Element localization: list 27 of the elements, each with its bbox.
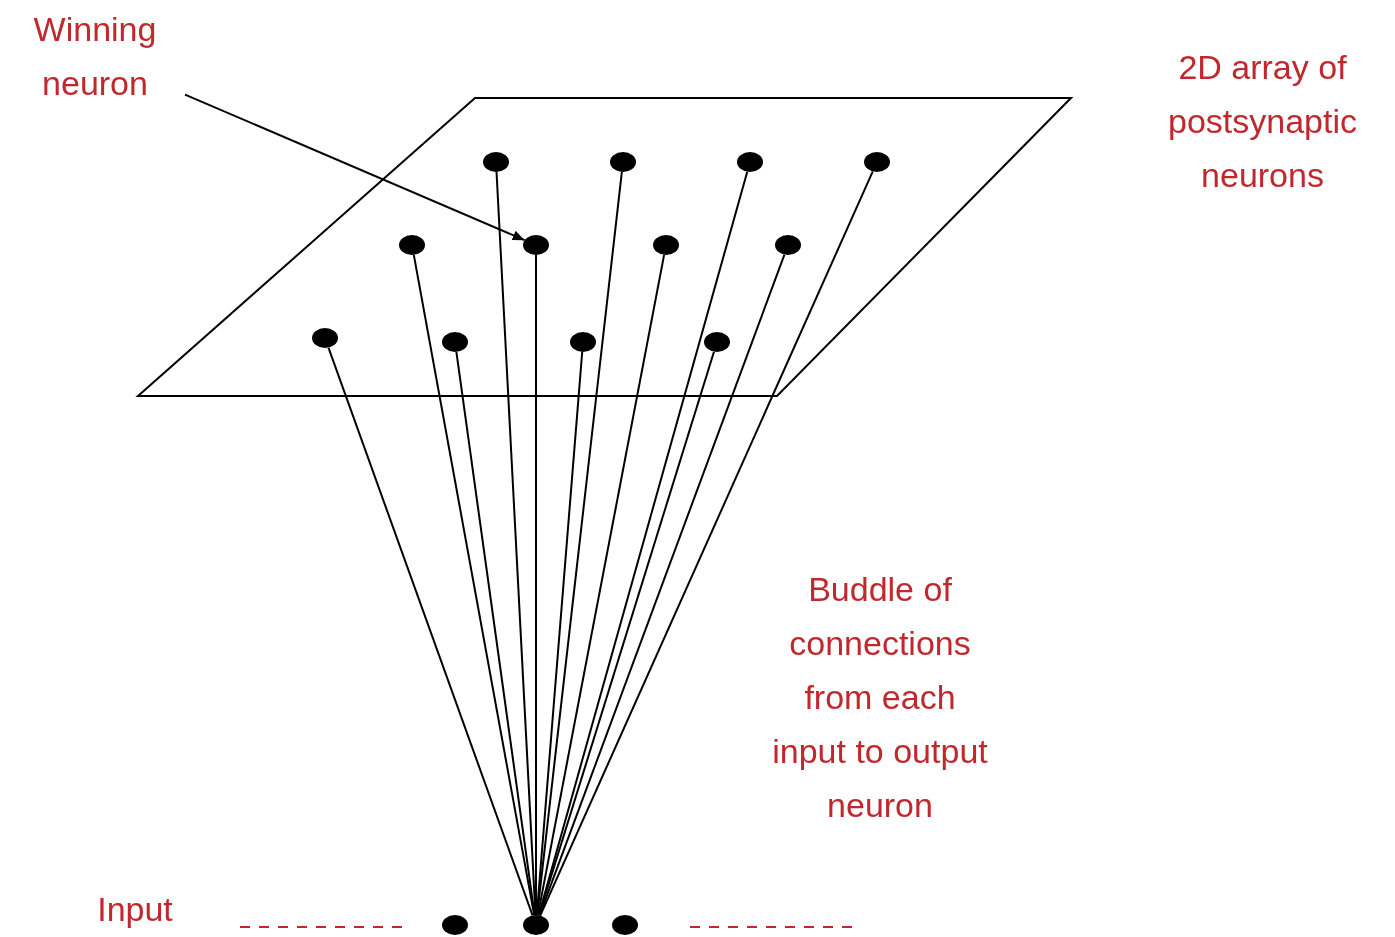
neuron-dot [442,915,468,935]
neuron-dot [483,152,509,172]
connection-line [538,253,786,917]
annotation-text: Input [96,889,174,930]
neuron-dot [523,915,549,935]
connection-line [536,253,666,917]
leader-arrow [184,93,526,242]
neuron-dot [442,332,468,352]
connection-line [539,170,874,917]
neuron-dot [312,328,338,348]
neuron-dot [612,915,638,935]
neuron-plane [137,97,1072,397]
neuron-dot [399,235,425,255]
neuron-dot [704,332,730,352]
neuron-dot [864,152,890,172]
connection-line [455,350,536,917]
neuron-dot [775,235,801,255]
neuron-dot [737,152,763,172]
neuron-dot [653,235,679,255]
connection-line [327,346,534,917]
neuron-dot [570,332,596,352]
annotation-text: 2D array of postsynaptic neurons [1167,47,1358,196]
callout-text: Winning neuron [5,2,185,110]
connection-line [412,253,536,917]
neuron-dot [523,235,549,255]
neuron-dot [610,152,636,172]
annotation-text: Buddle of connections from each input to output neuron [771,569,989,826]
